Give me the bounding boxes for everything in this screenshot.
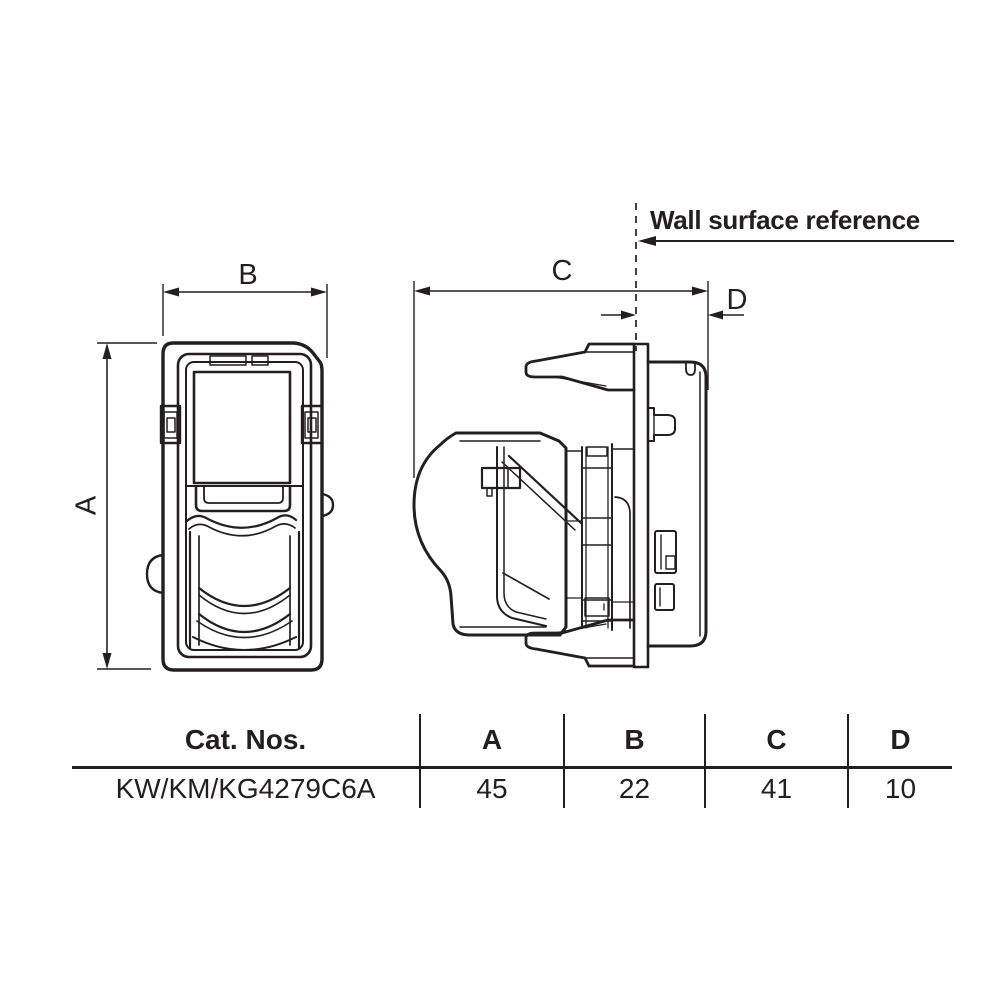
dimension-d [601, 310, 744, 320]
dimension-c [414, 286, 708, 296]
wall-surface-reference-label: Wall surface reference [650, 205, 920, 235]
table-cell-c: 41 [704, 769, 847, 808]
table-cell-d: 10 [847, 769, 952, 808]
front-view-drawing [145, 341, 335, 672]
side-faceplate [632, 342, 650, 669]
dimension-table: Cat. Nos. A B C D KW/KM/KG4279C6A 45 22 … [72, 714, 952, 808]
dimension-d-label: D [726, 284, 748, 316]
dimension-lines [97, 203, 954, 670]
table-header-a: A [419, 714, 563, 769]
side-bottom-wing [524, 618, 636, 668]
side-latch [480, 466, 522, 497]
dimension-c-label: C [551, 255, 573, 287]
table-cell-a: 45 [419, 769, 563, 808]
dimension-b-label: B [238, 259, 258, 291]
front-left-clip [159, 404, 182, 445]
table-cell-b: 22 [563, 769, 704, 808]
dimension-b [163, 287, 327, 297]
side-contact-column [565, 443, 635, 631]
side-housing [412, 431, 568, 637]
wall-reference-arrow [638, 236, 954, 246]
side-top-wing [524, 342, 636, 392]
front-right-bump [320, 492, 335, 518]
side-snap-pin [647, 407, 676, 442]
side-view-drawing [412, 342, 708, 669]
dimension-a-label: A [70, 495, 103, 516]
table-header-c: C [704, 714, 847, 769]
table-cell-cat-no: KW/KM/KG4279C6A [115, 772, 376, 804]
side-rear-body [646, 360, 708, 648]
table-header-cat-nos: Cat. Nos. [72, 714, 419, 769]
front-left-bump [145, 553, 165, 595]
dimension-a [102, 343, 112, 669]
table-header-b: B [563, 714, 704, 769]
side-rear-slots [654, 530, 677, 611]
table-header-d: D [847, 714, 952, 769]
front-right-clip [300, 404, 324, 445]
